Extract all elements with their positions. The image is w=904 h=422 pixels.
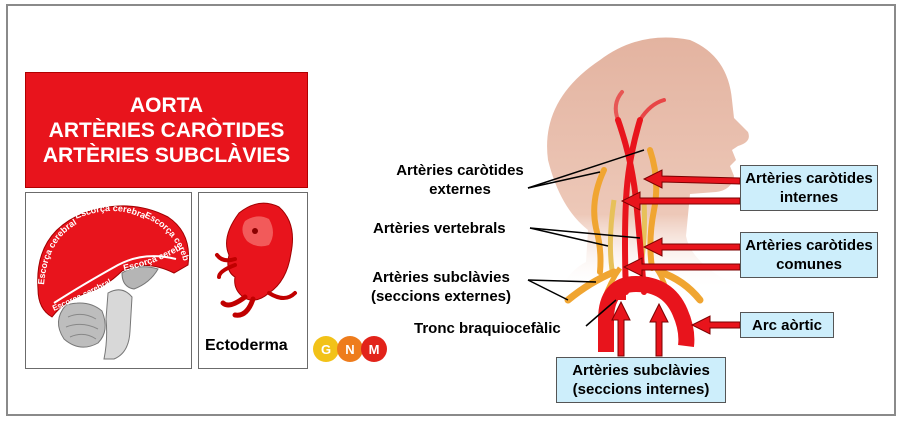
box-internal-carotid-line2: internes — [780, 188, 838, 207]
label-subclavian-external: Artèries subclàvies (seccions externes) — [355, 268, 527, 306]
label-brachiocephalic: Tronc braquiocefàlic — [414, 319, 561, 338]
box-aortic-arch-text: Arc aòrtic — [752, 316, 822, 335]
box-subclavian-internal-line1: Artèries subclàvies — [572, 361, 710, 380]
box-common-carotid: Artèries caròtides comunes — [740, 232, 878, 278]
label-external-carotid-line1: Artèries caròtides — [383, 161, 537, 180]
box-aortic-arch: Arc aòrtic — [740, 312, 834, 338]
label-vertebral: Artèries vertebrals — [373, 219, 506, 238]
label-subclavian-external-line1: Artèries subclàvies — [355, 268, 527, 287]
box-common-carotid-line2: comunes — [776, 255, 842, 274]
box-internal-carotid: Artèries caròtides internes — [740, 165, 878, 211]
arrow-subclavian-int-2 — [650, 304, 668, 356]
box-common-carotid-line1: Artèries caròtides — [745, 236, 873, 255]
label-subclavian-external-line2: (seccions externes) — [355, 287, 527, 306]
box-subclavian-internal: Artèries subclàvies (seccions internes) — [556, 357, 726, 403]
label-external-carotid-line2: externes — [383, 180, 537, 199]
box-subclavian-internal-line2: (seccions internes) — [573, 380, 710, 399]
arrow-aortic-arch — [692, 316, 740, 334]
box-internal-carotid-line1: Artèries caròtides — [745, 169, 873, 188]
label-external-carotid: Artèries caròtides externes — [383, 161, 537, 199]
